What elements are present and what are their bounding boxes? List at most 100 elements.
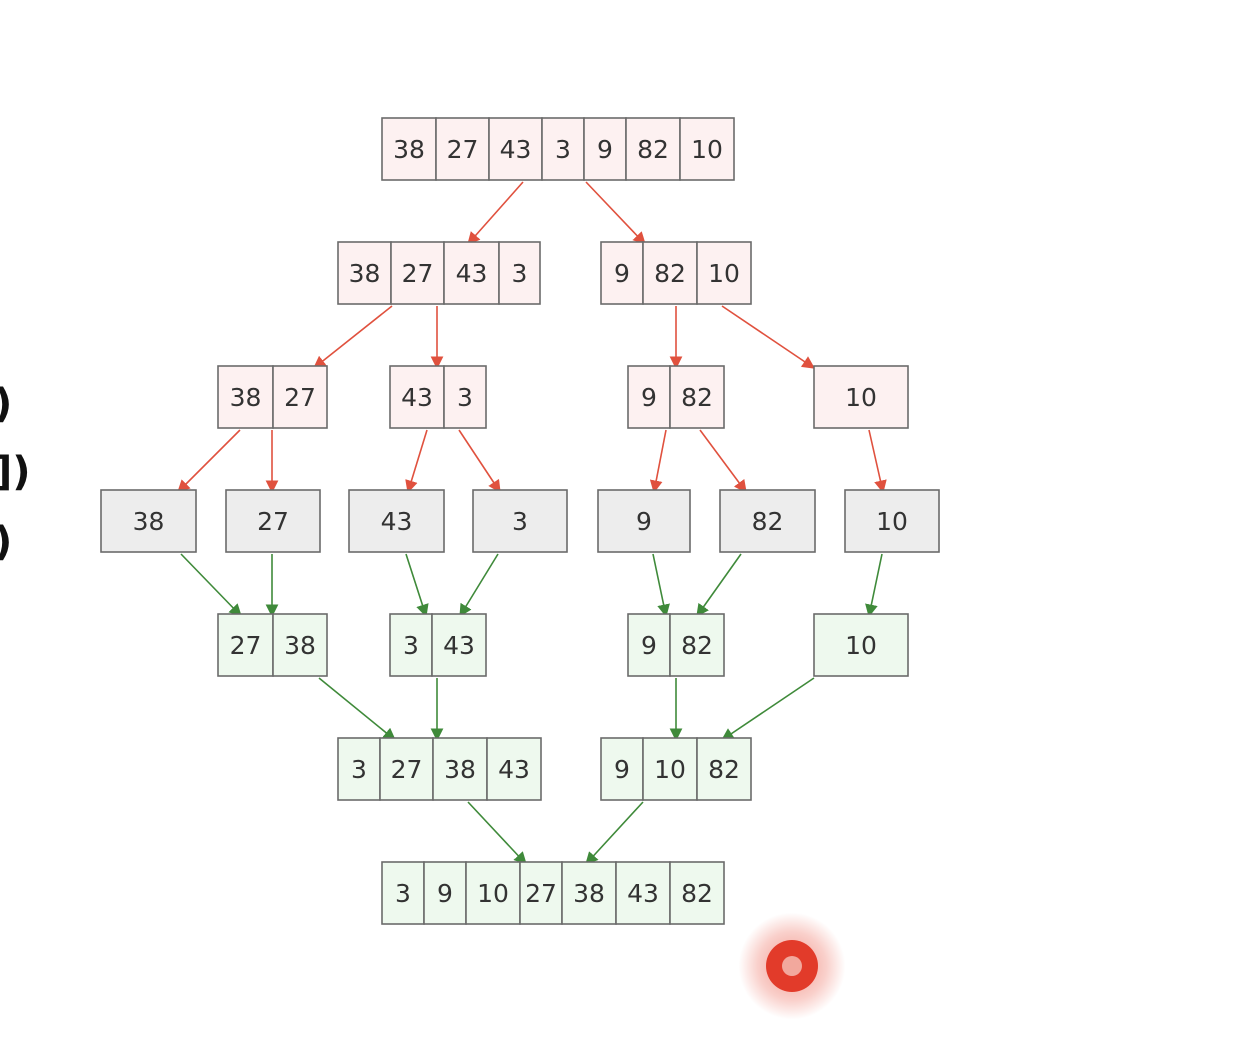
cursor-indicator bbox=[738, 912, 846, 1020]
array-cell bbox=[217, 365, 274, 429]
array-cell-value: 27 bbox=[230, 631, 262, 660]
array-cell bbox=[100, 489, 197, 553]
array-cell bbox=[498, 241, 541, 305]
array-cell-value: 3 bbox=[403, 631, 419, 660]
array-cell-value: 38 bbox=[284, 631, 316, 660]
leaf-array-node-l6: 82 bbox=[719, 489, 816, 553]
merge-array-node-m1a: 27 38 bbox=[217, 613, 328, 677]
array-cell-value: 38 bbox=[133, 507, 165, 536]
leaf-array-node-l5: 9 bbox=[597, 489, 691, 553]
array-cell-value: 27 bbox=[525, 879, 557, 908]
array-cell bbox=[486, 737, 542, 801]
array-cell bbox=[217, 613, 274, 677]
array-cell bbox=[642, 241, 698, 305]
array-cell bbox=[381, 117, 437, 181]
array-cell-value: 10 bbox=[691, 135, 723, 164]
array-cell bbox=[696, 737, 752, 801]
merge-arrow-m2a-to-final bbox=[467, 801, 527, 865]
array-cell-value: 9 bbox=[437, 879, 453, 908]
array-cell-value: 82 bbox=[637, 135, 669, 164]
leaf-array-node-l2: 27 bbox=[225, 489, 321, 553]
leaf-array-node-l4: 3 bbox=[472, 489, 568, 553]
leaf-array-node-l1: 38 bbox=[100, 489, 197, 553]
array-cell bbox=[435, 117, 490, 181]
array-cell-value: 82 bbox=[681, 879, 713, 908]
array-cell-value: 27 bbox=[391, 755, 423, 784]
array-cell-value: 3 bbox=[512, 259, 528, 288]
array-cell-value: 82 bbox=[752, 507, 784, 536]
array-cell bbox=[541, 117, 585, 181]
array-cell-value: 43 bbox=[627, 879, 659, 908]
split-arrow-s2c-to-l5 bbox=[649, 429, 667, 494]
array-cell-value: 3 bbox=[395, 879, 411, 908]
array-cell-value: 10 bbox=[708, 259, 740, 288]
merge-arrow-m1a-to-m2a bbox=[318, 677, 396, 741]
array-cell bbox=[465, 861, 521, 925]
array-cell-value: 38 bbox=[349, 259, 381, 288]
split-array-node-s2c: 9 82 bbox=[627, 365, 725, 429]
edges-layer bbox=[177, 181, 887, 865]
array-cell-value: 43 bbox=[498, 755, 530, 784]
merge-arrow-l3-to-m1b bbox=[405, 553, 429, 618]
array-cell-value: 43 bbox=[381, 507, 413, 536]
array-cell-value: 82 bbox=[708, 755, 740, 784]
array-cell-value: 3 bbox=[351, 755, 367, 784]
split-array-node-s2d: 10 bbox=[813, 365, 909, 429]
left-edge-fragment-1: ) bbox=[0, 384, 12, 424]
array-cell bbox=[348, 489, 445, 553]
array-cell-value: 3 bbox=[555, 135, 571, 164]
merge-arrow-l7-to-m1d bbox=[865, 553, 883, 618]
array-cell bbox=[813, 613, 909, 677]
array-cell-value: 43 bbox=[401, 383, 433, 412]
array-cell-value: 9 bbox=[641, 631, 657, 660]
split-arrow-s2b-to-l3 bbox=[405, 429, 428, 494]
split-arrow-s1a-to-s2a bbox=[312, 305, 393, 369]
array-cell-value: 82 bbox=[681, 383, 713, 412]
array-cell-value: 10 bbox=[477, 879, 509, 908]
array-cell bbox=[642, 737, 698, 801]
array-cell bbox=[844, 489, 940, 553]
array-cell-value: 10 bbox=[845, 631, 877, 660]
array-cell bbox=[225, 489, 321, 553]
array-cell bbox=[669, 861, 725, 925]
array-cell bbox=[679, 117, 735, 181]
split-arrow-s1b-to-s2d bbox=[721, 305, 816, 369]
merge-arrow-l6-to-m1c bbox=[696, 553, 742, 618]
array-cell bbox=[597, 489, 691, 553]
leaf-array-node-l7: 10 bbox=[844, 489, 940, 553]
array-cell bbox=[431, 613, 487, 677]
array-cell-value: 27 bbox=[257, 507, 289, 536]
array-cell-value: 82 bbox=[654, 259, 686, 288]
array-cell bbox=[423, 861, 467, 925]
array-cell-value: 10 bbox=[876, 507, 908, 536]
array-cell bbox=[625, 117, 681, 181]
array-cell-value: 43 bbox=[500, 135, 532, 164]
cursor-dot bbox=[782, 956, 802, 976]
array-cell-value: 38 bbox=[393, 135, 425, 164]
array-cell bbox=[627, 365, 671, 429]
array-cell bbox=[696, 241, 752, 305]
array-cell-value: 38 bbox=[230, 383, 262, 412]
array-cell-value: 3 bbox=[512, 507, 528, 536]
split-arrow-s2d-to-l7 bbox=[868, 429, 887, 494]
array-cell bbox=[600, 737, 644, 801]
split-arrow-root-to-s1a bbox=[467, 181, 524, 245]
array-cell bbox=[389, 613, 433, 677]
array-cell-value: 10 bbox=[654, 755, 686, 784]
array-cell bbox=[337, 737, 381, 801]
merge-arrow-m2b-to-final bbox=[585, 801, 644, 865]
left-edge-fragment-3: ) bbox=[0, 522, 12, 562]
array-cell-value: 9 bbox=[641, 383, 657, 412]
array-cell-value: 9 bbox=[614, 259, 630, 288]
array-cell-value: 43 bbox=[456, 259, 488, 288]
